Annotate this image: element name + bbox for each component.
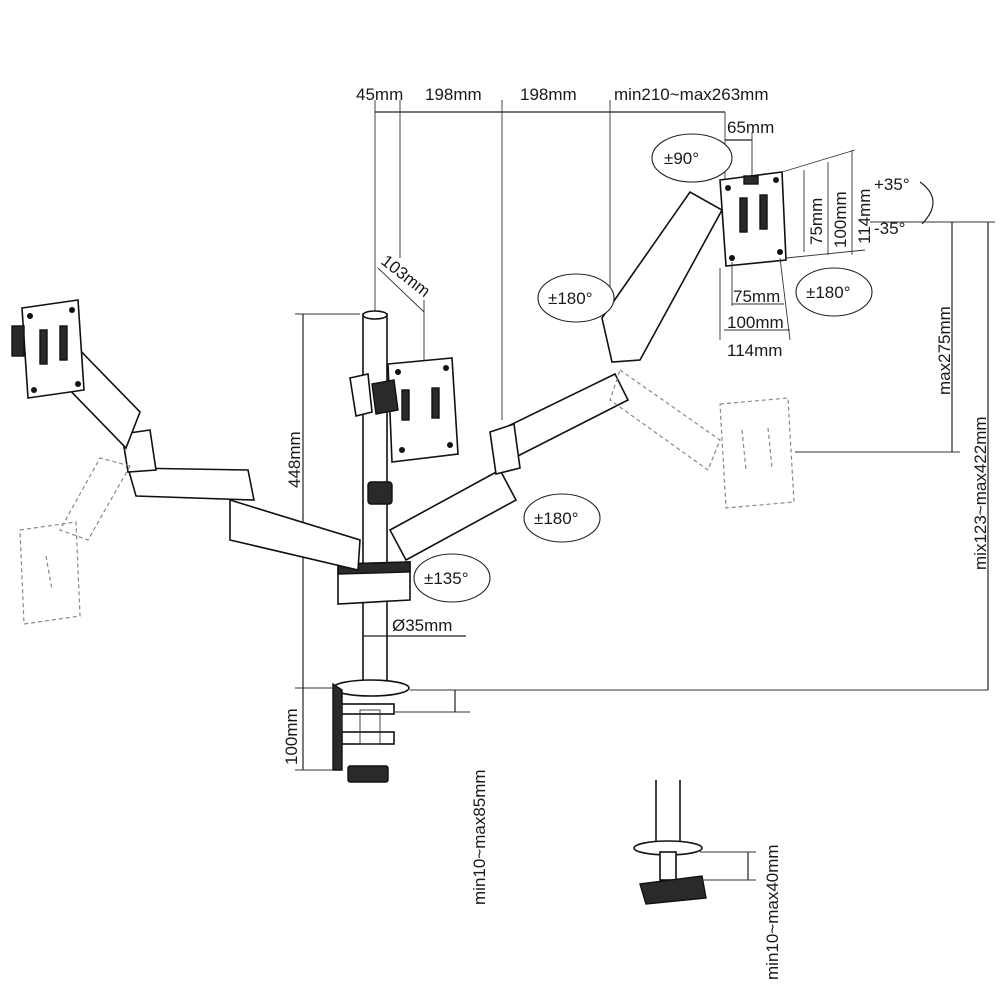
angle-swivel-arm: ±180° (523, 493, 601, 543)
right-vesa-dim-lines (719, 149, 866, 341)
dim-grommet-lines (700, 851, 756, 881)
dim-198-right: 198mm (520, 85, 577, 104)
vesa-v-75: 75mm (807, 198, 826, 245)
svg-text:±180°: ±180° (548, 289, 593, 308)
left-vesa-plate (11, 299, 85, 399)
right-arm (388, 190, 724, 562)
angle-swivel-head: ±180° (795, 267, 873, 317)
svg-text:±135°: ±135° (424, 569, 469, 588)
dim-275-lines (795, 221, 995, 453)
dim-clamp-range: min10~max85mm (470, 769, 489, 905)
dim-448-lines (295, 313, 360, 688)
angle-rot90: ±90° (651, 133, 733, 183)
dim-275: max275mm (935, 306, 954, 395)
left-arm-ghost (19, 457, 131, 625)
dim-103-lines (377, 267, 425, 360)
dim-grommet-range: min10~max40mm (763, 844, 782, 980)
svg-text:±180°: ±180° (806, 283, 851, 302)
dim-100: 100mm (282, 708, 301, 765)
base-collar (337, 561, 411, 605)
angle-tilt-down: -35° (874, 219, 905, 238)
angle-swivel-elbow: ±180° (537, 273, 615, 323)
dim-65: 65mm (727, 118, 774, 137)
angle-swivel-base: ±135° (413, 553, 491, 603)
vesa-h-75: 75mm (733, 287, 780, 306)
angle-tilt (919, 181, 934, 225)
dim-height-range: mix123~max422mm (971, 416, 990, 570)
svg-text:±180°: ±180° (534, 509, 579, 528)
right-arm-ghost (609, 369, 795, 509)
right-vesa-plate (719, 171, 787, 267)
vesa-v-100: 100mm (831, 191, 850, 248)
dim-pole-dia: Ø35mm (392, 616, 452, 635)
dim-198-left: 198mm (425, 85, 482, 104)
svg-text:±90°: ±90° (664, 149, 699, 168)
dim-arm-range: min210~max263mm (614, 85, 769, 104)
vesa-h-100: 100mm (727, 313, 784, 332)
vesa-v-114: 114mm (855, 189, 874, 244)
desk-clamp (332, 679, 410, 783)
left-arm (59, 338, 361, 571)
dim-45: 45mm (356, 85, 403, 104)
center-vesa-plate (349, 357, 459, 463)
dim-clamp-range-lines (394, 689, 470, 713)
dim-448: 448mm (285, 431, 304, 488)
grommet-mount (633, 780, 707, 905)
angle-tilt-up: +35° (874, 175, 910, 194)
dim-100-lines (295, 687, 333, 771)
vesa-h-114: 114mm (727, 341, 782, 360)
